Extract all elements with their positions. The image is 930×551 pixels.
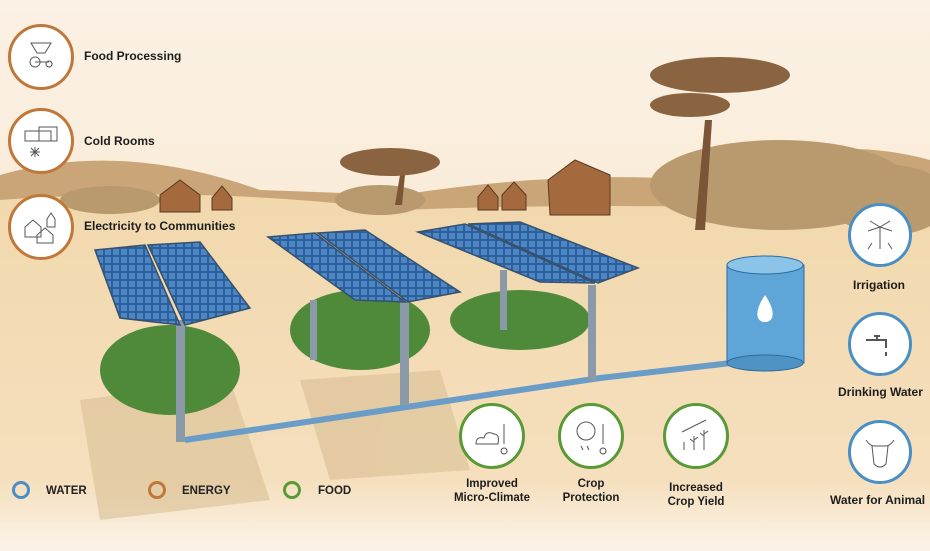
legend-water-label: WATER: [46, 485, 87, 497]
energy-use-label: Electricity to Communities: [84, 219, 236, 233]
label-line: Crop: [577, 478, 605, 490]
crops: [100, 290, 590, 415]
panel-posts: [176, 270, 596, 442]
water-use-label: Irrigation: [853, 278, 906, 292]
acacia-tree-small: [340, 148, 440, 205]
label-line: Improved: [466, 478, 518, 490]
water-drop-icon: [757, 295, 773, 323]
water-tank: [726, 255, 805, 372]
houses-icon: [8, 194, 74, 260]
growing-plants-icon: [663, 403, 729, 469]
cow-icon: [848, 420, 912, 484]
food-processor-icon: [8, 24, 74, 90]
energy-use-label: Cold Rooms: [84, 134, 155, 148]
acacia-tree-large: [650, 57, 790, 230]
air-conditioner-icon: [8, 108, 74, 174]
water-pipe: [184, 359, 741, 443]
sprinkler-icon: [848, 203, 912, 267]
cloud-thermometer-icon: [459, 403, 525, 469]
solar-panels: [93, 221, 641, 326]
legend-food-label: FOOD: [318, 485, 352, 497]
legend-energy-swatch: [148, 481, 166, 499]
legend-energy-label: ENERGY: [182, 485, 231, 497]
energy-use-label: Food Processing: [84, 49, 182, 63]
water-use-label: Drinking Water: [838, 385, 923, 399]
legend-water-swatch: [12, 481, 30, 499]
legend-food-swatch: [283, 481, 301, 499]
label-line: Protection: [562, 492, 620, 504]
label-line: Crop Yield: [667, 496, 725, 508]
label-line: Increased: [669, 482, 723, 494]
panel-shadows: [80, 370, 470, 520]
label-line: Micro-Climate: [453, 492, 531, 504]
sun-thermometer-icon: [558, 403, 624, 469]
huts: [159, 159, 611, 216]
tap-icon: [848, 312, 912, 376]
water-use-label: Water for Animal: [830, 493, 926, 507]
